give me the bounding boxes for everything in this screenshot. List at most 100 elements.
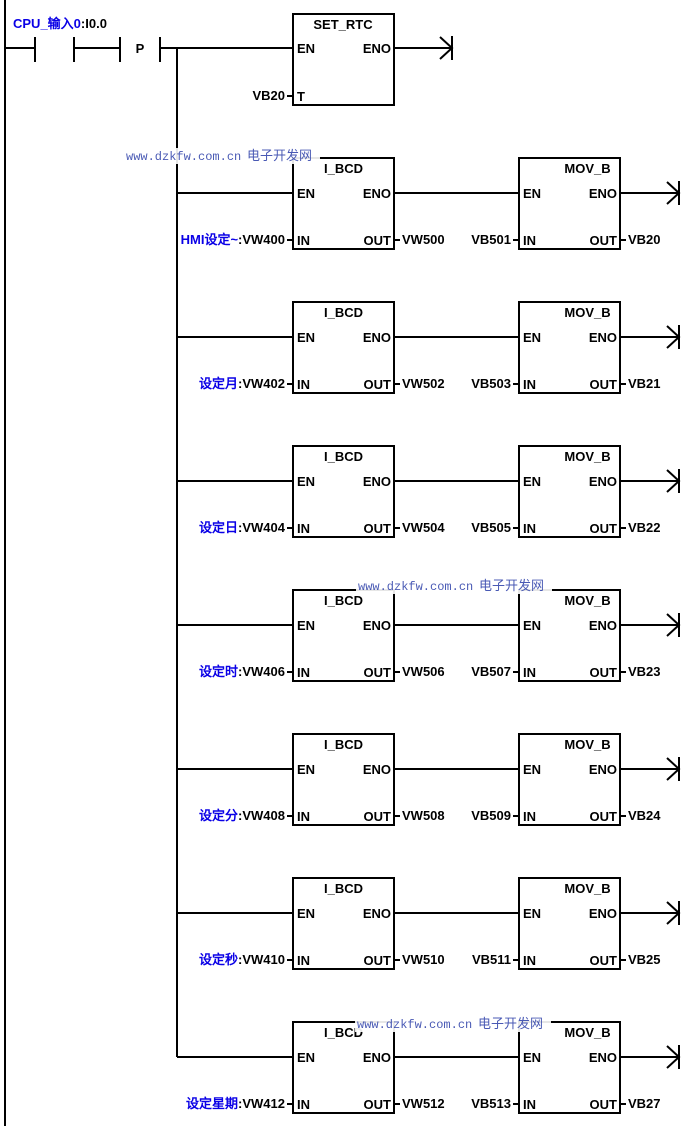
mov-b-en-pin: EN bbox=[523, 906, 541, 921]
mov-b-box bbox=[518, 157, 621, 250]
mov-b-box bbox=[518, 1021, 621, 1114]
eno-output-arrow bbox=[620, 1045, 681, 1069]
i-bcd-in-pin: IN bbox=[297, 377, 310, 392]
mov-out-operand: VB22 bbox=[628, 520, 661, 535]
i-bcd-out-pin: OUT bbox=[364, 521, 392, 536]
i-bcd-box bbox=[292, 1021, 395, 1114]
bcd-out-operand: VW512 bbox=[402, 1096, 445, 1111]
bcd-in-symbol: 设定秒 bbox=[199, 952, 238, 967]
mov-b-title: MOV_B bbox=[564, 161, 610, 176]
mov-b-box bbox=[518, 301, 621, 394]
mov-b-out-pin: OUT bbox=[590, 233, 618, 248]
bcd-in-symbol: 设定星期 bbox=[186, 1096, 238, 1111]
mov-b-in-pin: IN bbox=[523, 233, 536, 248]
eno-output-arrow bbox=[620, 757, 681, 781]
mov-b-en-pin: EN bbox=[523, 762, 541, 777]
watermark-url: www.dzkfw.com.cn bbox=[126, 150, 241, 164]
i-bcd-out-pin: OUT bbox=[364, 233, 392, 248]
mov-in-operand: VB503 bbox=[471, 376, 511, 391]
i-bcd-in-pin: IN bbox=[297, 521, 310, 536]
i-bcd-en-pin: EN bbox=[297, 618, 315, 633]
bcd-in-symbol: 设定时 bbox=[199, 664, 238, 679]
mov-b-box bbox=[518, 733, 621, 826]
mov-b-title: MOV_B bbox=[564, 737, 610, 752]
mov-out-operand: VB20 bbox=[628, 232, 661, 247]
mov-out-operand: VB24 bbox=[628, 808, 661, 823]
input-symbol: CPU_输入0 bbox=[13, 16, 81, 31]
set-rtc-t-pin: T bbox=[297, 89, 305, 104]
i-bcd-box bbox=[292, 589, 395, 682]
input-contact[interactable] bbox=[5, 37, 120, 62]
i-bcd-en-pin: EN bbox=[297, 474, 315, 489]
i-bcd-title: I_BCD bbox=[324, 1025, 363, 1040]
i-bcd-en-pin: EN bbox=[297, 906, 315, 921]
i-bcd-out-pin: OUT bbox=[364, 1097, 392, 1112]
bcd-in-operand: HMI设定~:VW400 bbox=[181, 232, 285, 247]
bcd-in-address: :VW406 bbox=[238, 664, 285, 679]
mov-b-eno-pin: ENO bbox=[589, 618, 617, 633]
bcd-in-address: :VW404 bbox=[238, 520, 286, 535]
mov-b-eno-pin: ENO bbox=[589, 906, 617, 921]
bcd-in-address: :VW400 bbox=[238, 232, 285, 247]
watermark-site: 电子开发网 bbox=[478, 1016, 543, 1032]
mov-b-eno-pin: ENO bbox=[589, 762, 617, 777]
bcd-in-symbol: HMI设定~ bbox=[181, 232, 239, 247]
i-bcd-eno-pin: ENO bbox=[363, 762, 391, 777]
mov-b-eno-pin: ENO bbox=[589, 330, 617, 345]
mov-b-out-pin: OUT bbox=[590, 809, 618, 824]
mov-out-operand: VB23 bbox=[628, 664, 661, 679]
i-bcd-eno-pin: ENO bbox=[363, 186, 391, 201]
mov-b-box bbox=[518, 589, 621, 682]
eno-output-arrow bbox=[620, 469, 681, 493]
mov-in-operand: VB507 bbox=[471, 664, 511, 679]
watermark-site: 电子开发网 bbox=[479, 578, 544, 594]
set-rtc-block[interactable]: SET_RTC EN ENO T VB20 bbox=[252, 13, 454, 106]
i-bcd-en-pin: EN bbox=[297, 762, 315, 777]
mov-out-operand: VB25 bbox=[628, 952, 661, 967]
bcd-in-operand: 设定秒:VW410 bbox=[199, 952, 285, 967]
eno-output-arrow bbox=[620, 325, 681, 349]
positive-edge-contact[interactable]: P bbox=[119, 37, 293, 62]
i-bcd-box bbox=[292, 445, 395, 538]
mov-b-eno-pin: ENO bbox=[589, 1050, 617, 1065]
bcd-in-symbol: 设定月 bbox=[199, 376, 238, 391]
mov-b-en-pin: EN bbox=[523, 330, 541, 345]
eno-output-arrow bbox=[620, 901, 681, 925]
mov-b-in-pin: IN bbox=[523, 953, 536, 968]
edge-contact-label: P bbox=[136, 41, 145, 56]
i-bcd-in-pin: IN bbox=[297, 233, 310, 248]
i-bcd-title: I_BCD bbox=[324, 881, 363, 896]
mov-b-en-pin: EN bbox=[523, 1050, 541, 1065]
mov-b-title: MOV_B bbox=[564, 593, 610, 608]
i-bcd-title: I_BCD bbox=[324, 305, 363, 320]
i-bcd-in-pin: IN bbox=[297, 809, 310, 824]
i-bcd-in-pin: IN bbox=[297, 665, 310, 680]
i-bcd-eno-pin: ENO bbox=[363, 330, 391, 345]
i-bcd-out-pin: OUT bbox=[364, 377, 392, 392]
bcd-in-operand: 设定分:VW408 bbox=[199, 808, 285, 823]
